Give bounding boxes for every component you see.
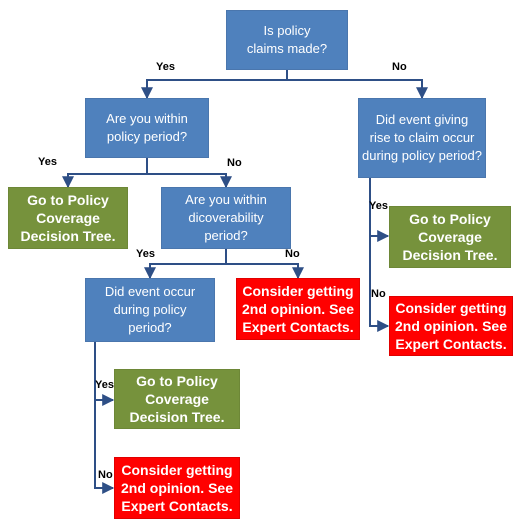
- question-within-discoverability: Are you within dicoverability period?: [161, 187, 291, 249]
- connector-within-yes: [62, 173, 147, 189]
- label-occur-yes: Yes: [95, 379, 114, 391]
- question-policy-claims: Is policy claims made?: [226, 10, 348, 70]
- connector-root-no: [287, 79, 428, 100]
- label-rise-yes: Yes: [369, 200, 388, 212]
- label-disc-no: No: [285, 248, 300, 260]
- connector-disc-no: [226, 263, 304, 280]
- label-disc-yes: Yes: [136, 248, 155, 260]
- question-within-policy-period: Are you within policy period?: [85, 98, 209, 158]
- connector-within-no: [147, 173, 232, 189]
- label-within-no: No: [227, 157, 242, 169]
- goto-decision-tree-3: Go to Policy Coverage Decision Tree.: [114, 369, 240, 429]
- connector-root-yes: [141, 79, 287, 100]
- label-within-yes: Yes: [38, 156, 57, 168]
- second-opinion-3: Consider getting 2nd opinion. See Expert…: [114, 457, 240, 519]
- label-occur-no: No: [98, 469, 113, 481]
- goto-decision-tree-1: Go to Policy Coverage Decision Tree.: [8, 187, 128, 249]
- question-event-giving-rise: Did event giving rise to claim occur dur…: [358, 98, 486, 178]
- second-opinion-2: Consider getting 2nd opinion. See Expert…: [389, 296, 513, 356]
- label-rise-no: No: [371, 288, 386, 300]
- goto-decision-tree-2: Go to Policy Coverage Decision Tree.: [389, 206, 511, 268]
- label-root-yes: Yes: [156, 61, 175, 73]
- connector-occur-no: [94, 400, 115, 494]
- connector-occur-yes: [94, 342, 115, 406]
- connector-rise-no: [369, 236, 390, 332]
- question-event-occur: Did event occur during policy period?: [85, 278, 215, 342]
- connector-disc-yes: [144, 263, 226, 280]
- second-opinion-1: Consider getting 2nd opinion. See Expert…: [236, 278, 360, 340]
- label-root-no: No: [392, 61, 407, 73]
